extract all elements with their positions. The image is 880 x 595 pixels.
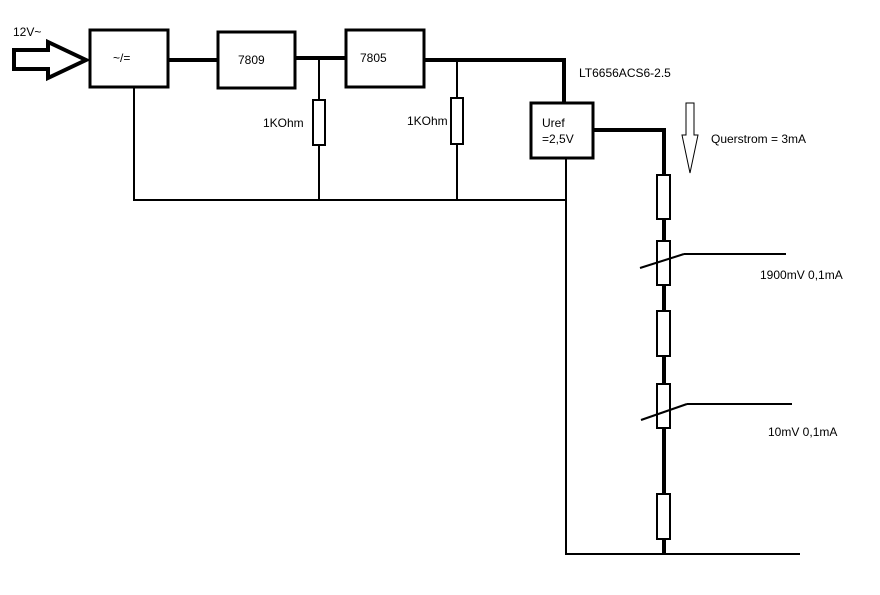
- reference-line2: =2,5V: [542, 132, 574, 146]
- divider-resistor-2: [656, 310, 671, 357]
- divider-potentiometer-2: [656, 383, 671, 429]
- tap-1-label: 1900mV 0,1mA: [760, 268, 843, 282]
- rectifier-label: ~/=: [113, 51, 130, 65]
- regulator-7809-block: [216, 30, 297, 90]
- divider-resistor-1: [656, 174, 671, 220]
- load-resistor-2-label: 1KOhm: [407, 114, 448, 128]
- input-arrow-icon: [12, 38, 91, 82]
- regulator-7805-block: [344, 28, 426, 89]
- potentiometer-2-wiper: [640, 403, 688, 421]
- input-label: 12V~: [13, 25, 41, 39]
- cross-current-label: Querstrom = 3mA: [711, 132, 806, 146]
- wire-7805-to-uref: [424, 58, 566, 103]
- regulator-7805-label: 7805: [360, 51, 387, 65]
- load-resistor-1: [312, 99, 326, 146]
- load-resistor-1-label: 1KOhm: [263, 116, 304, 130]
- wire-uref-to-divider: [593, 128, 666, 554]
- reference-part-label: LT6656ACS6-2.5: [579, 66, 671, 80]
- voltage-reference-block: [529, 101, 595, 160]
- ground-bus-wire: [565, 158, 800, 555]
- divider-resistor-3: [656, 493, 671, 540]
- tap-2-label: 10mV 0,1mA: [768, 425, 837, 439]
- regulator-7809-label: 7809: [238, 53, 265, 67]
- reference-line1: Uref: [542, 116, 565, 130]
- potentiometer-1-wiper: [639, 253, 685, 269]
- current-direction-arrow-icon: [681, 102, 699, 174]
- load-resistor-2: [450, 97, 464, 145]
- rectifier-block: [88, 28, 170, 89]
- ground-return-wire: [133, 88, 566, 201]
